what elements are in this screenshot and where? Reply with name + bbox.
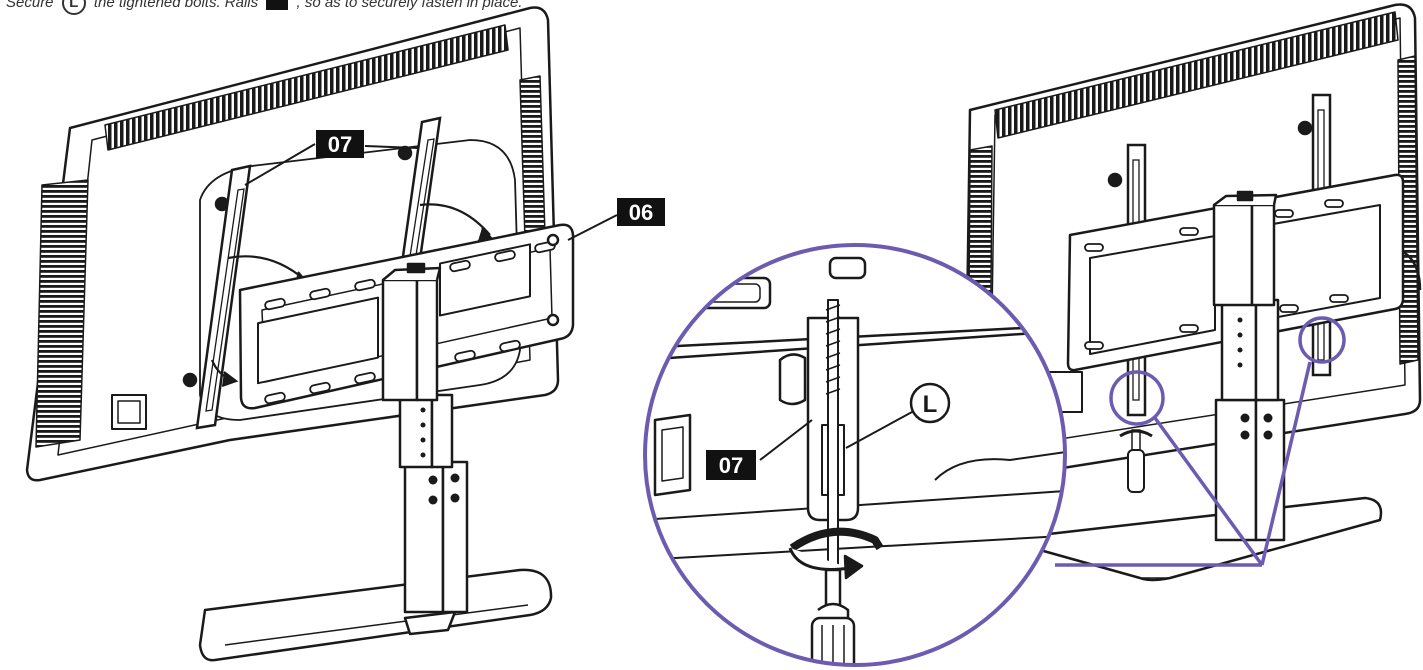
label-box-detail-rail: 07: [706, 450, 756, 480]
instruction-circle-label: L: [61, 0, 86, 15]
instruction-part: the tightened bolts. Rails: [93, 0, 259, 11]
instruction-text: Secure L the tightened bolts. Rails , so…: [6, 0, 522, 15]
detail-screw-label: L: [923, 391, 938, 418]
instruction-part: , so as to securely fasten in place.: [296, 0, 523, 11]
detail-rail-label: 07: [719, 453, 743, 478]
left-stand: [198, 262, 553, 662]
magnifier-detail: L: [643, 243, 1067, 667]
bracket-label: 06: [629, 200, 653, 225]
instruction-part: Secure: [6, 0, 54, 11]
label-box-bracket: 06: [617, 198, 665, 226]
left-leaders: [244, 143, 618, 241]
right-stand: [1038, 190, 1383, 582]
instruction-part-box-icon: [266, 0, 289, 11]
label-box-left-rail: 07: [316, 130, 364, 158]
left-rail-label: 07: [328, 132, 352, 157]
right-callouts: [1055, 316, 1346, 567]
